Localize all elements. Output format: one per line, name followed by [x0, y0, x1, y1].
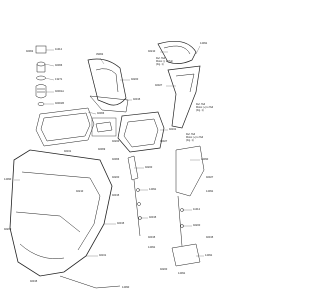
mount-plate: [171, 243, 201, 267]
bracket-plate: [89, 95, 129, 113]
part-label: 92027: [206, 176, 214, 179]
side-panel: [167, 65, 201, 129]
ref-box: [91, 117, 117, 137]
part-label: 92015: [117, 222, 125, 225]
right-bracket: [175, 145, 205, 197]
storage-tray: [35, 107, 95, 147]
part-label: 92015: [206, 236, 214, 239]
part-label: 92161: [64, 150, 72, 153]
part-label: 14090: [4, 178, 12, 181]
part-label: 92001A: [55, 90, 64, 93]
part-label: 92200: [193, 224, 201, 227]
filter-part: [35, 84, 47, 99]
part-label: 92066: [55, 64, 63, 67]
part-label: 92200: [160, 268, 168, 271]
part-label: 92200: [112, 140, 120, 143]
diagram-drawing: [9, 41, 205, 289]
part-label: 14090: [201, 158, 209, 161]
part-label: 92210: [76, 190, 84, 193]
part-label: 39062: [96, 53, 104, 56]
central-housing: [117, 111, 165, 153]
part-label: 92069: [98, 148, 106, 151]
part-label: 92210: [148, 50, 156, 53]
part-label: 92200: [112, 176, 120, 179]
part-label: 14091: [200, 42, 208, 45]
part-label: 92200: [131, 78, 139, 81]
part-label: 92161: [169, 128, 177, 131]
cap-part: [36, 61, 46, 67]
washer-part: [36, 75, 46, 81]
spring-part: [37, 102, 45, 106]
part-label: 92001B: [55, 102, 64, 105]
part-label: 14091: [149, 188, 157, 191]
part-label: 13271: [55, 78, 63, 81]
right-rod: [177, 195, 183, 247]
reference-note: Ref. Hull Motor (+) to Hull (Fig. 1): [196, 103, 214, 112]
rod-part: [133, 179, 141, 237]
decal-part: [35, 45, 47, 54]
leader-lines: [14, 45, 204, 257]
part-label: 92027: [160, 140, 168, 143]
part-label: 92015: [112, 194, 120, 197]
part-label: 14090: [122, 286, 130, 289]
top-cover: [157, 41, 197, 64]
reference-note: Ref. Hull Motor (-) to Hull (Fig. 1): [156, 57, 173, 66]
part-label: 92066: [112, 158, 120, 161]
part-label: 14091: [206, 190, 214, 193]
part-label: 92062: [26, 50, 34, 53]
part-label: 14091: [178, 272, 186, 275]
seat-hood: [87, 58, 127, 106]
part-label: 92015: [149, 216, 157, 219]
part-label: 92200: [145, 166, 153, 169]
part-label: 92015: [133, 98, 141, 101]
part-label: 92015: [148, 236, 156, 239]
part-label: 92027: [155, 84, 163, 87]
parts-diagram: 92062 11012 92066 13271 92001A 92001B 92…: [4, 41, 214, 289]
part-label: 92015: [30, 280, 38, 283]
part-label: 14091: [148, 246, 156, 249]
part-label: 92161: [99, 254, 107, 257]
part-label: 11012: [55, 48, 63, 51]
part-label: 14091: [205, 254, 213, 257]
reference-note: Ref. Hull Motor (+) to Hull (Fig. 1): [186, 133, 204, 142]
part-label: 92200: [4, 228, 12, 231]
part-label: 11012: [193, 208, 201, 211]
part-label: 92066: [97, 112, 105, 115]
lever-part: [127, 155, 139, 181]
